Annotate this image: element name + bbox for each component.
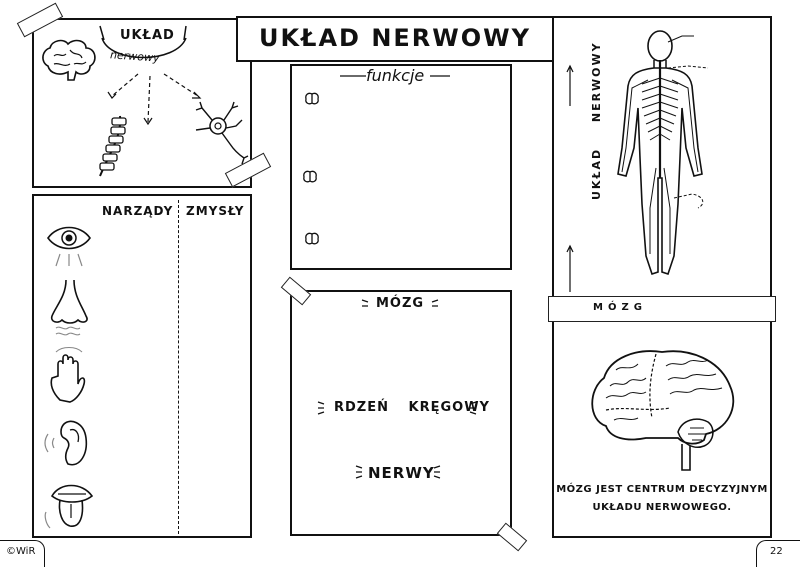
hand-icon [50, 346, 86, 403]
page-number: 22 [770, 546, 783, 557]
label-spinal-cord: RDZEŃ KRĘGOWY [334, 400, 490, 415]
spine-icon [99, 115, 127, 177]
brain-tab-label: MÓZG [593, 302, 647, 313]
nerve-arc-icon [99, 25, 187, 59]
vertical-arrow-line [566, 64, 574, 292]
vertical-label: UKŁAD NERWOWY [590, 41, 610, 200]
eye-icon [47, 226, 91, 267]
col-header-senses: ZMYSŁY [186, 204, 245, 218]
title-banner [236, 16, 554, 62]
heading-brain-deco [361, 299, 439, 307]
functions-box [290, 64, 512, 270]
footer-corner-left [0, 540, 45, 567]
brain-small-icon [42, 39, 96, 81]
footer-corner-right [756, 540, 800, 567]
ear-icon [44, 420, 88, 466]
page-title: UKŁAD NERWOWY [258, 24, 532, 52]
neuron-icon [195, 101, 249, 165]
nose-icon [50, 279, 88, 336]
vertical-label-word1: UKŁAD [590, 147, 603, 200]
brain-bullet-icon [305, 232, 319, 245]
brain-bullet-icon [305, 92, 319, 105]
brain-caption-line1: MÓZG JEST CENTRUM DECYZYJNYM [556, 484, 768, 495]
vertical-label-word2: NERWOWY [590, 41, 603, 123]
nerves-deco [355, 465, 441, 479]
copyright: ©WiR [6, 546, 36, 557]
label-nerves: NERWY [368, 464, 435, 482]
parts-box [290, 290, 512, 536]
spinal-cord-deco [317, 401, 477, 415]
brain-tab [548, 296, 776, 322]
tape-center-bottom [496, 522, 528, 552]
human-body-nervous-system [617, 30, 709, 276]
tongue-icon [44, 484, 94, 529]
functions-heading-underline [340, 75, 450, 77]
col-header-organs: NARZĄDY [102, 204, 174, 218]
arc-label: UKŁAD [120, 28, 175, 43]
dashed-arrows [107, 73, 202, 126]
heading-brain: MÓZG [376, 296, 425, 311]
organs-senses-table [32, 194, 252, 538]
column-divider [178, 200, 179, 534]
brain-caption-line2: UKŁADU NERWOWEGO. [592, 502, 732, 513]
brain-illustration [591, 350, 735, 471]
functions-heading: funkcje [366, 66, 425, 85]
brain-bullet-icon [303, 170, 317, 183]
overview-box [32, 18, 252, 188]
